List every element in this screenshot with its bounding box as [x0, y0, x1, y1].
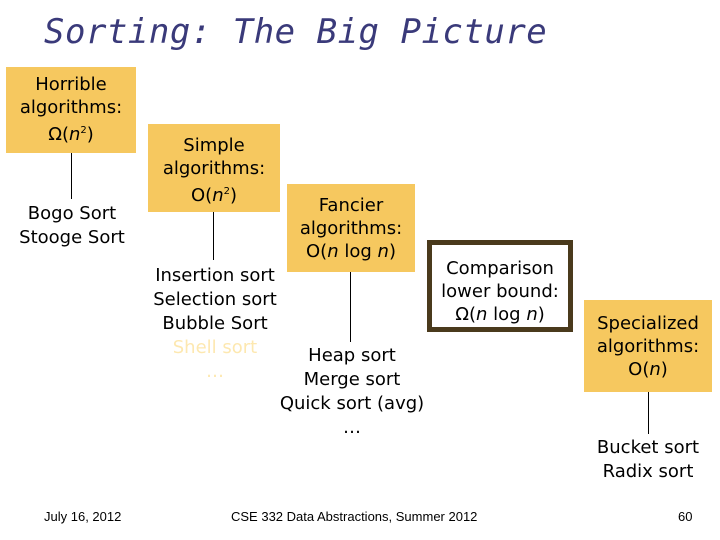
list-item: Insertion sort	[155, 265, 275, 286]
slide-title: Sorting: The Big Picture	[44, 12, 548, 52]
specialized-line1: Specialized	[597, 313, 699, 334]
list-item: …	[206, 361, 224, 382]
fancier-line1: Fancier	[318, 195, 384, 216]
list-item: Shell sort	[172, 337, 258, 358]
comparison-line3: Ω(n log n)	[455, 304, 545, 325]
specialized-algorithms-box: Specialized algorithms: O(n)	[584, 300, 712, 392]
horrible-line2: algorithms:	[19, 97, 123, 118]
footer-page-number: 60	[678, 509, 693, 524]
horrible-line3: Ω(n2)	[48, 124, 94, 145]
simple-line1: Simple	[183, 135, 245, 156]
list-item: Quick sort (avg)	[279, 393, 425, 414]
simple-algorithms-box: Simple algorithms: O(n2)	[148, 124, 280, 212]
footer-course: CSE 332 Data Abstractions, Summer 2012	[231, 509, 478, 524]
footer-date: July 16, 2012	[44, 509, 122, 524]
list-item: Stooge Sort	[19, 227, 125, 248]
simple-line3: O(n2)	[190, 185, 238, 206]
simple-connector	[213, 212, 214, 260]
fancier-algorithms-box: Fancier algorithms: O(n log n)	[287, 184, 415, 272]
comparison-line2: lower bound:	[441, 281, 559, 302]
list-item: Bubble Sort	[162, 313, 268, 334]
horrible-algorithms-box: Horrible algorithms: Ω(n2)	[6, 67, 136, 153]
list-item: Bucket sort	[596, 437, 700, 458]
horrible-connector	[71, 153, 72, 199]
list-item: Bogo Sort	[27, 203, 117, 224]
fancier-connector	[350, 272, 351, 342]
specialized-line2: algorithms:	[596, 336, 700, 357]
fancier-line2: algorithms:	[299, 218, 403, 239]
horrible-line1: Horrible	[35, 74, 107, 95]
comparison-line1: Comparison	[446, 258, 554, 279]
simple-line2: algorithms:	[162, 158, 266, 179]
list-item: Merge sort	[303, 369, 401, 390]
list-item: Selection sort	[153, 289, 277, 310]
list-item: Radix sort	[602, 461, 694, 482]
comparison-lower-bound-box: Comparison lower bound: Ω(n log n)	[427, 240, 573, 332]
specialized-connector	[648, 392, 649, 434]
specialized-list: Bucket sort Radix sort	[580, 436, 716, 484]
fancier-line3: O(n log n)	[306, 241, 396, 262]
list-item: …	[343, 417, 361, 438]
simple-list: Insertion sort Selection sort Bubble Sor…	[140, 264, 290, 384]
list-item: Heap sort	[308, 345, 396, 366]
fancier-list: Heap sort Merge sort Quick sort (avg) …	[262, 344, 442, 440]
horrible-list: Bogo Sort Stooge Sort	[0, 202, 144, 250]
specialized-line3: O(n)	[628, 359, 668, 380]
